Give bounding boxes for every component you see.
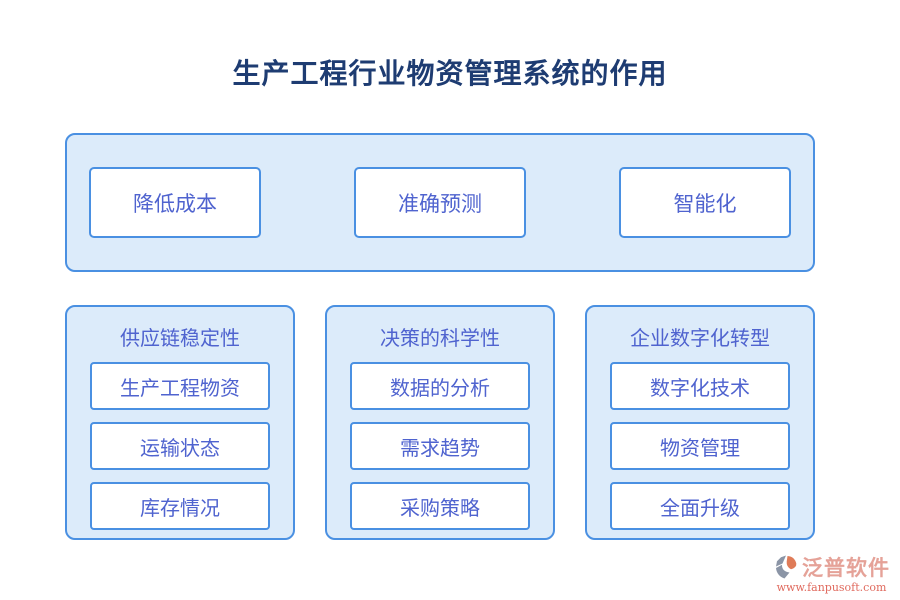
brand-url: www.fanpusoft.com [776, 581, 887, 594]
panel-item: 数据的分析 [350, 362, 530, 410]
panel-item: 物资管理 [610, 422, 790, 470]
panel-item: 运输状态 [90, 422, 270, 470]
panel-title: 供应链稳定性 [120, 326, 240, 350]
brand-footer: 泛普软件 www.fanpusoft.com [773, 552, 890, 594]
panel-item: 需求趋势 [350, 422, 530, 470]
benefit-box-cost-reduction: 降低成本 [89, 167, 261, 238]
panel-digital-transformation: 企业数字化转型 数字化技术 物资管理 全面升级 [585, 305, 815, 540]
benefits-panel: 降低成本 准确预测 智能化 [65, 133, 815, 272]
benefit-box-intelligence: 智能化 [619, 167, 791, 238]
panel-title: 企业数字化转型 [630, 326, 770, 350]
brand-name: 泛普软件 [802, 555, 890, 580]
panel-item: 生产工程物资 [90, 362, 270, 410]
panel-item: 库存情况 [90, 482, 270, 530]
page-title: 生产工程行业物资管理系统的作用 [232, 57, 668, 90]
panel-item: 全面升级 [610, 482, 790, 530]
fanpu-logo-icon [773, 554, 799, 580]
panel-item: 数字化技术 [610, 362, 790, 410]
panel-supply-chain-stability: 供应链稳定性 生产工程物资 运输状态 库存情况 [65, 305, 295, 540]
panel-scientific-decision: 决策的科学性 数据的分析 需求趋势 采购策略 [325, 305, 555, 540]
panel-item: 采购策略 [350, 482, 530, 530]
panel-title: 决策的科学性 [380, 326, 500, 350]
benefit-box-accurate-forecast: 准确预测 [354, 167, 526, 238]
brand-row: 泛普软件 [773, 552, 890, 582]
feature-panels-row: 供应链稳定性 生产工程物资 运输状态 库存情况 决策的科学性 数据的分析 需求趋… [65, 305, 815, 540]
